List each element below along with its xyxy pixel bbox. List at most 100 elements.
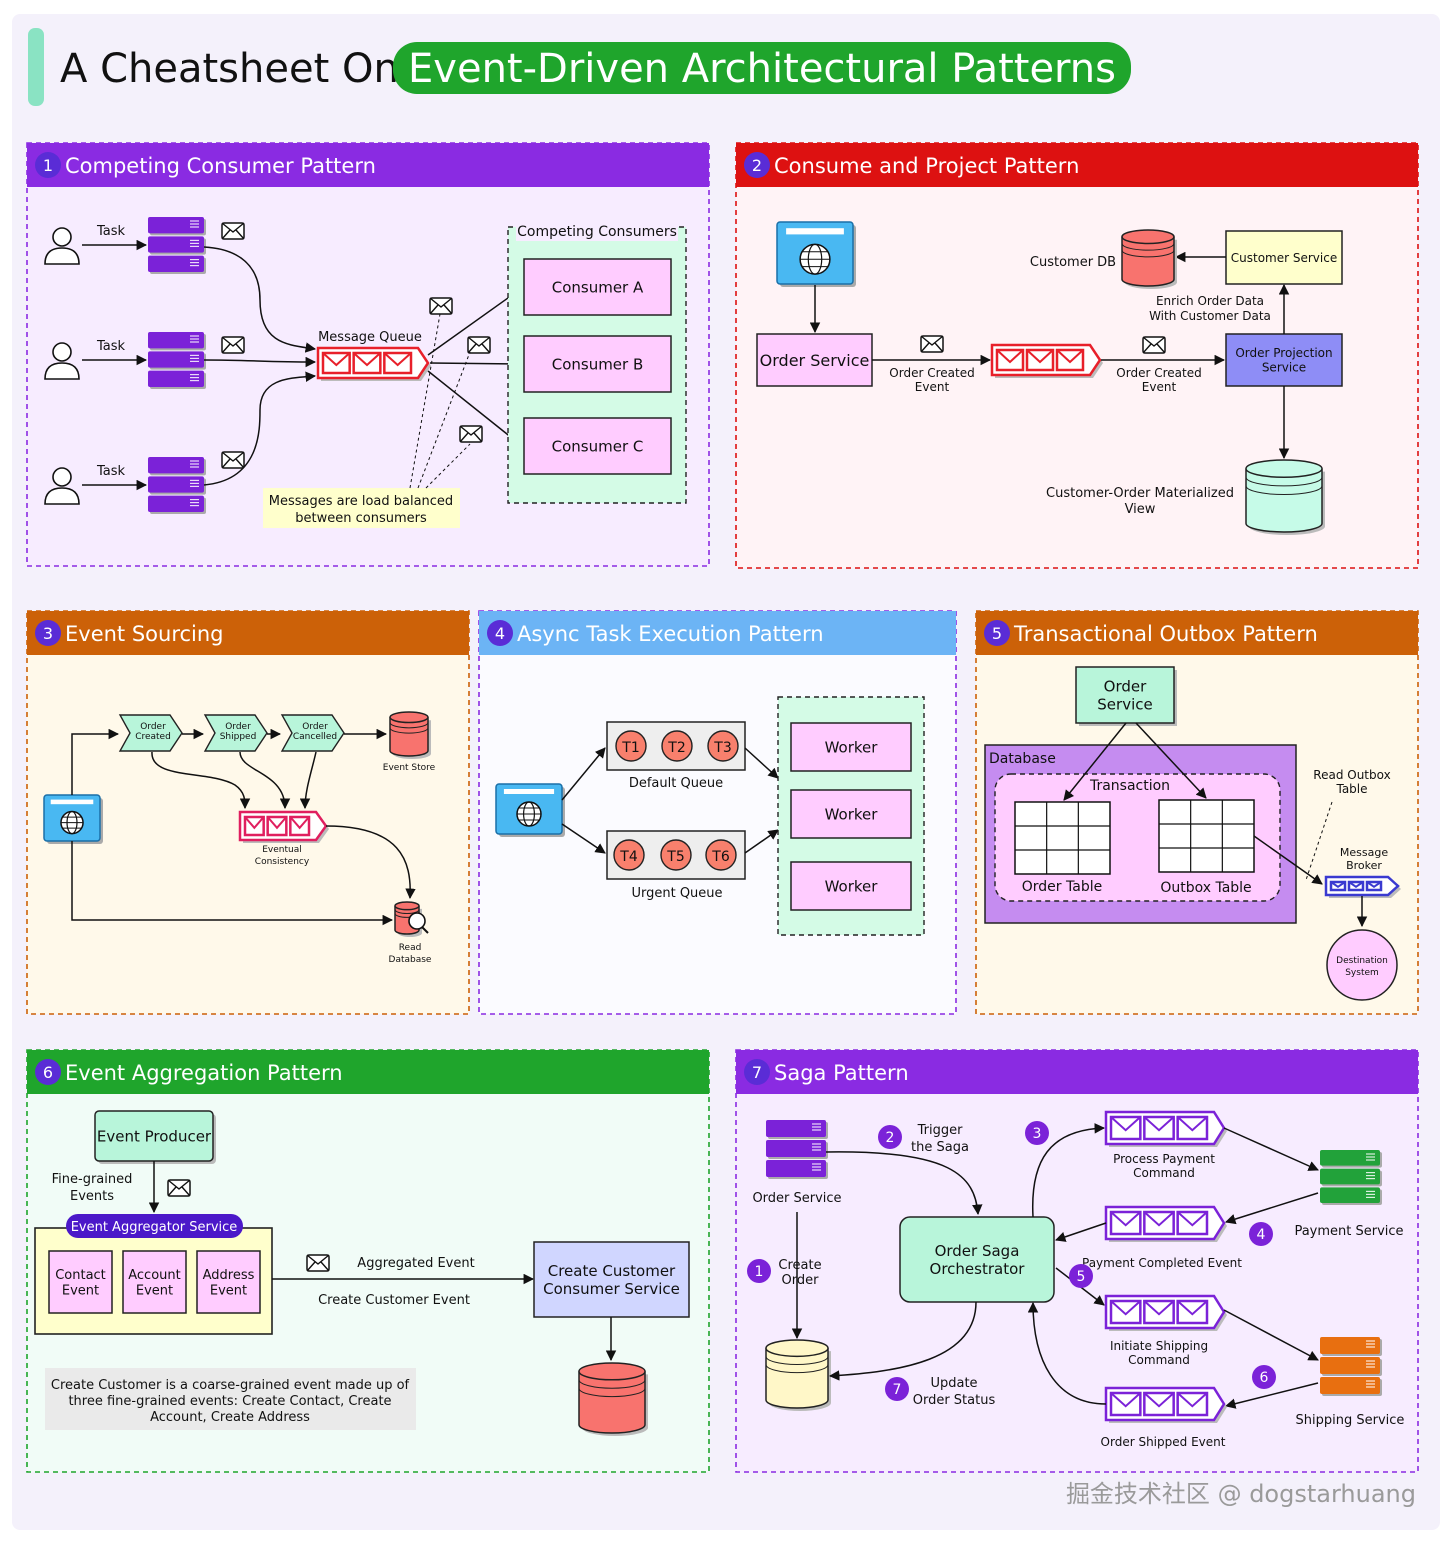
step-badge: 4 bbox=[1249, 1222, 1273, 1246]
box-label: Consumer Service bbox=[543, 1280, 680, 1298]
badge-circle bbox=[747, 1259, 771, 1283]
group-label-bg bbox=[516, 219, 678, 241]
database-icon bbox=[1245, 459, 1325, 535]
title-accent-bar bbox=[28, 28, 44, 106]
panel-number: 2 bbox=[752, 156, 762, 175]
worker-box: Worker bbox=[790, 861, 912, 911]
server-unit bbox=[148, 351, 204, 368]
step-badge: 2 bbox=[878, 1125, 902, 1149]
event-label: Order bbox=[302, 722, 328, 732]
envelope-flap bbox=[1142, 336, 1166, 354]
step-badge: 7 bbox=[885, 1377, 909, 1401]
box-label: Consumer A bbox=[552, 278, 644, 296]
queue-message-flap bbox=[1110, 1392, 1141, 1408]
queue-message-flap bbox=[1056, 349, 1084, 364]
box-label: Service bbox=[1262, 361, 1306, 375]
note-text: Messages are load balanced bbox=[269, 494, 453, 509]
view-label: View bbox=[1125, 502, 1156, 517]
arrow bbox=[561, 823, 606, 854]
db-top bbox=[394, 901, 420, 911]
panel-number-circle bbox=[744, 1059, 770, 1085]
panel-title: Competing Consumer Pattern bbox=[65, 154, 376, 178]
message-queue-icon bbox=[1324, 875, 1401, 898]
panel-number: 4 bbox=[495, 624, 505, 643]
arrow bbox=[71, 841, 394, 926]
db-body bbox=[765, 1348, 829, 1409]
note-text: three fine-grained events: Create Contac… bbox=[68, 1394, 391, 1409]
consumer-box-b: Consumer B bbox=[523, 335, 672, 393]
panel-number: 3 bbox=[43, 624, 53, 643]
step-badge: 3 bbox=[1025, 1121, 1049, 1145]
box-label: Worker bbox=[825, 805, 879, 823]
customer-db-label: Customer DB bbox=[1030, 255, 1116, 270]
envelope-icon bbox=[1142, 336, 1166, 354]
event-label: Event bbox=[1142, 380, 1177, 394]
destination-system bbox=[1326, 929, 1398, 1001]
task-label: Task bbox=[96, 464, 126, 479]
browser-bar bbox=[503, 789, 555, 794]
queue-label: Eventual bbox=[262, 845, 302, 855]
box-label: Address bbox=[203, 1268, 255, 1283]
badge-circle bbox=[1249, 1222, 1273, 1246]
box-label: Event bbox=[210, 1284, 247, 1299]
server-unit bbox=[766, 1120, 826, 1137]
server-unit bbox=[148, 476, 204, 493]
queue-message-flap bbox=[383, 352, 412, 367]
db-ring bbox=[1121, 250, 1175, 258]
task-label: T3 bbox=[713, 740, 731, 756]
database-icon bbox=[578, 1362, 648, 1436]
box-label: Consumer C bbox=[552, 437, 644, 455]
box-frame bbox=[899, 1216, 1055, 1303]
note-text: between consumers bbox=[295, 511, 427, 526]
arrow bbox=[203, 371, 317, 486]
box-frame bbox=[523, 335, 672, 393]
queue-message-flap bbox=[1026, 349, 1054, 364]
box-frame bbox=[196, 1250, 261, 1314]
badge-number: 3 bbox=[1033, 1126, 1042, 1142]
database-search-icon bbox=[394, 901, 429, 937]
server-unit bbox=[1320, 1377, 1380, 1394]
arrow bbox=[325, 825, 416, 900]
panel-header bbox=[976, 611, 1418, 655]
badge-circle bbox=[885, 1377, 909, 1401]
queue-message-flap bbox=[1143, 1211, 1175, 1227]
table-frame bbox=[1014, 801, 1111, 875]
transaction-label: Transaction bbox=[1089, 778, 1170, 794]
step-label: Order Shipped Event bbox=[1101, 1435, 1226, 1449]
envelope-icon bbox=[221, 451, 245, 469]
box-label: Customer Service bbox=[1231, 251, 1337, 265]
server-unit bbox=[148, 332, 204, 349]
envelope-flap bbox=[167, 1179, 191, 1197]
database-label: Database bbox=[989, 751, 1056, 767]
server-unit bbox=[1320, 1357, 1380, 1374]
arrow bbox=[427, 370, 523, 447]
badge-circle bbox=[1252, 1365, 1276, 1389]
server-unit bbox=[1320, 1150, 1380, 1166]
box-label: Event Producer bbox=[97, 1127, 212, 1145]
arrow bbox=[151, 751, 251, 810]
db-ring bbox=[389, 727, 429, 734]
queue-message-flap bbox=[1366, 881, 1382, 889]
panel-number: 1 bbox=[43, 156, 53, 175]
panel-number: 6 bbox=[43, 1063, 53, 1082]
envelope-flap bbox=[221, 222, 245, 240]
arrow bbox=[1253, 835, 1323, 885]
note-text: Account, Create Address bbox=[150, 1410, 310, 1425]
box-frame bbox=[48, 1250, 113, 1314]
step-label: Initiate Shipping bbox=[1110, 1339, 1208, 1353]
panel-title: Async Task Execution Pattern bbox=[517, 622, 824, 646]
box-label: Order Projection bbox=[1235, 346, 1332, 360]
queue-message-flap bbox=[1143, 1392, 1175, 1408]
watermark: 掘金技术社区 @ dogstarhuang bbox=[1065, 1480, 1416, 1508]
enrich-label: With Customer Data bbox=[1149, 309, 1271, 323]
arrow bbox=[744, 829, 779, 854]
